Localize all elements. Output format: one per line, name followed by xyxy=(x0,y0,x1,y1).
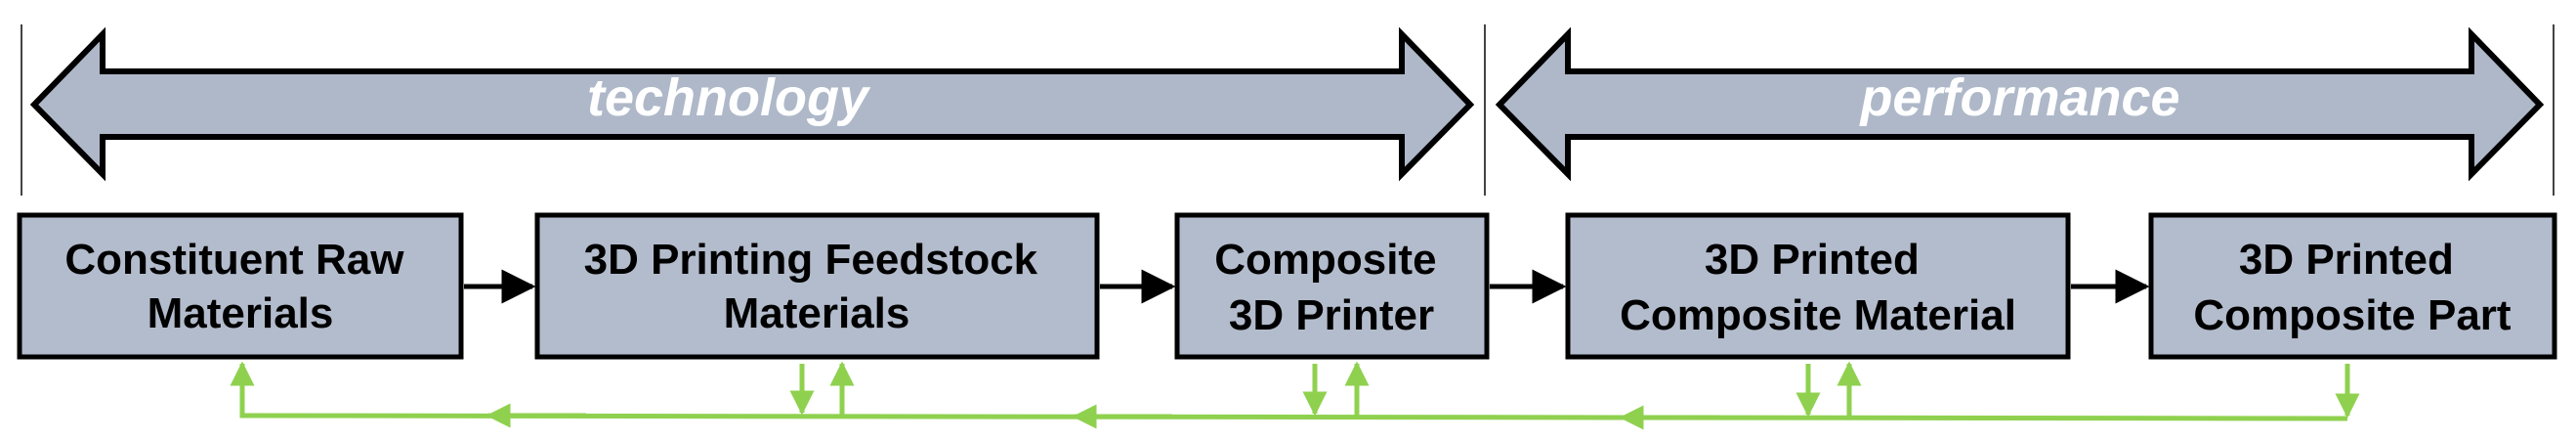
box-5-line-2: Composite Part xyxy=(2193,291,2512,339)
box-composite-3d-printer: Composite 3D Printer xyxy=(1174,212,1490,360)
box-5-line-1: 3D Printed xyxy=(2239,236,2454,284)
performance-double-arrow: performance xyxy=(1495,26,2545,182)
svg-text:3D Printing Feedstock Ma: 3D Printing Feedstock Materials xyxy=(584,236,1050,337)
box-3-line-1: Composite xyxy=(1214,236,1436,284)
technology-label: technology xyxy=(587,68,871,127)
feedback-network xyxy=(230,361,2360,430)
box-3-line-2: 3D Printer xyxy=(1229,291,1434,339)
box-2-line-1: 3D Printing Feedstock xyxy=(584,236,1038,284)
box-3d-printed-composite-material: 3D Printed Composite Material xyxy=(1565,212,2071,360)
technology-double-arrow: technology xyxy=(29,26,1475,182)
box-4-line-2: Composite Material xyxy=(1620,291,2016,339)
box-3d-printed-composite-part: 3D Printed Composite Part xyxy=(2148,212,2557,360)
svg-text:Composite 3D Printer: Composite 3D Printer xyxy=(1214,236,1449,339)
svg-text:3D Printed Composite Mat: 3D Printed Composite Material xyxy=(1620,236,2016,339)
box-2-line-2: Materials xyxy=(724,289,910,337)
svg-text:3D Printed Composite Par: 3D Printed Composite Part xyxy=(2193,236,2512,339)
box-4-line-1: 3D Printed xyxy=(1705,236,1920,284)
box-3d-printing-feedstock-materials: 3D Printing Feedstock Materials xyxy=(534,212,1100,360)
box-1-line-1: Constituent Raw xyxy=(64,236,404,284)
box-1-line-2: Materials xyxy=(148,289,334,337)
box-constituent-raw-materials: Constituent Raw Materials xyxy=(17,212,464,360)
feedback-main-line xyxy=(239,370,2348,421)
performance-label: performance xyxy=(1858,68,2179,127)
svg-text:Constituent Raw Material: Constituent Raw Materials xyxy=(64,236,415,337)
